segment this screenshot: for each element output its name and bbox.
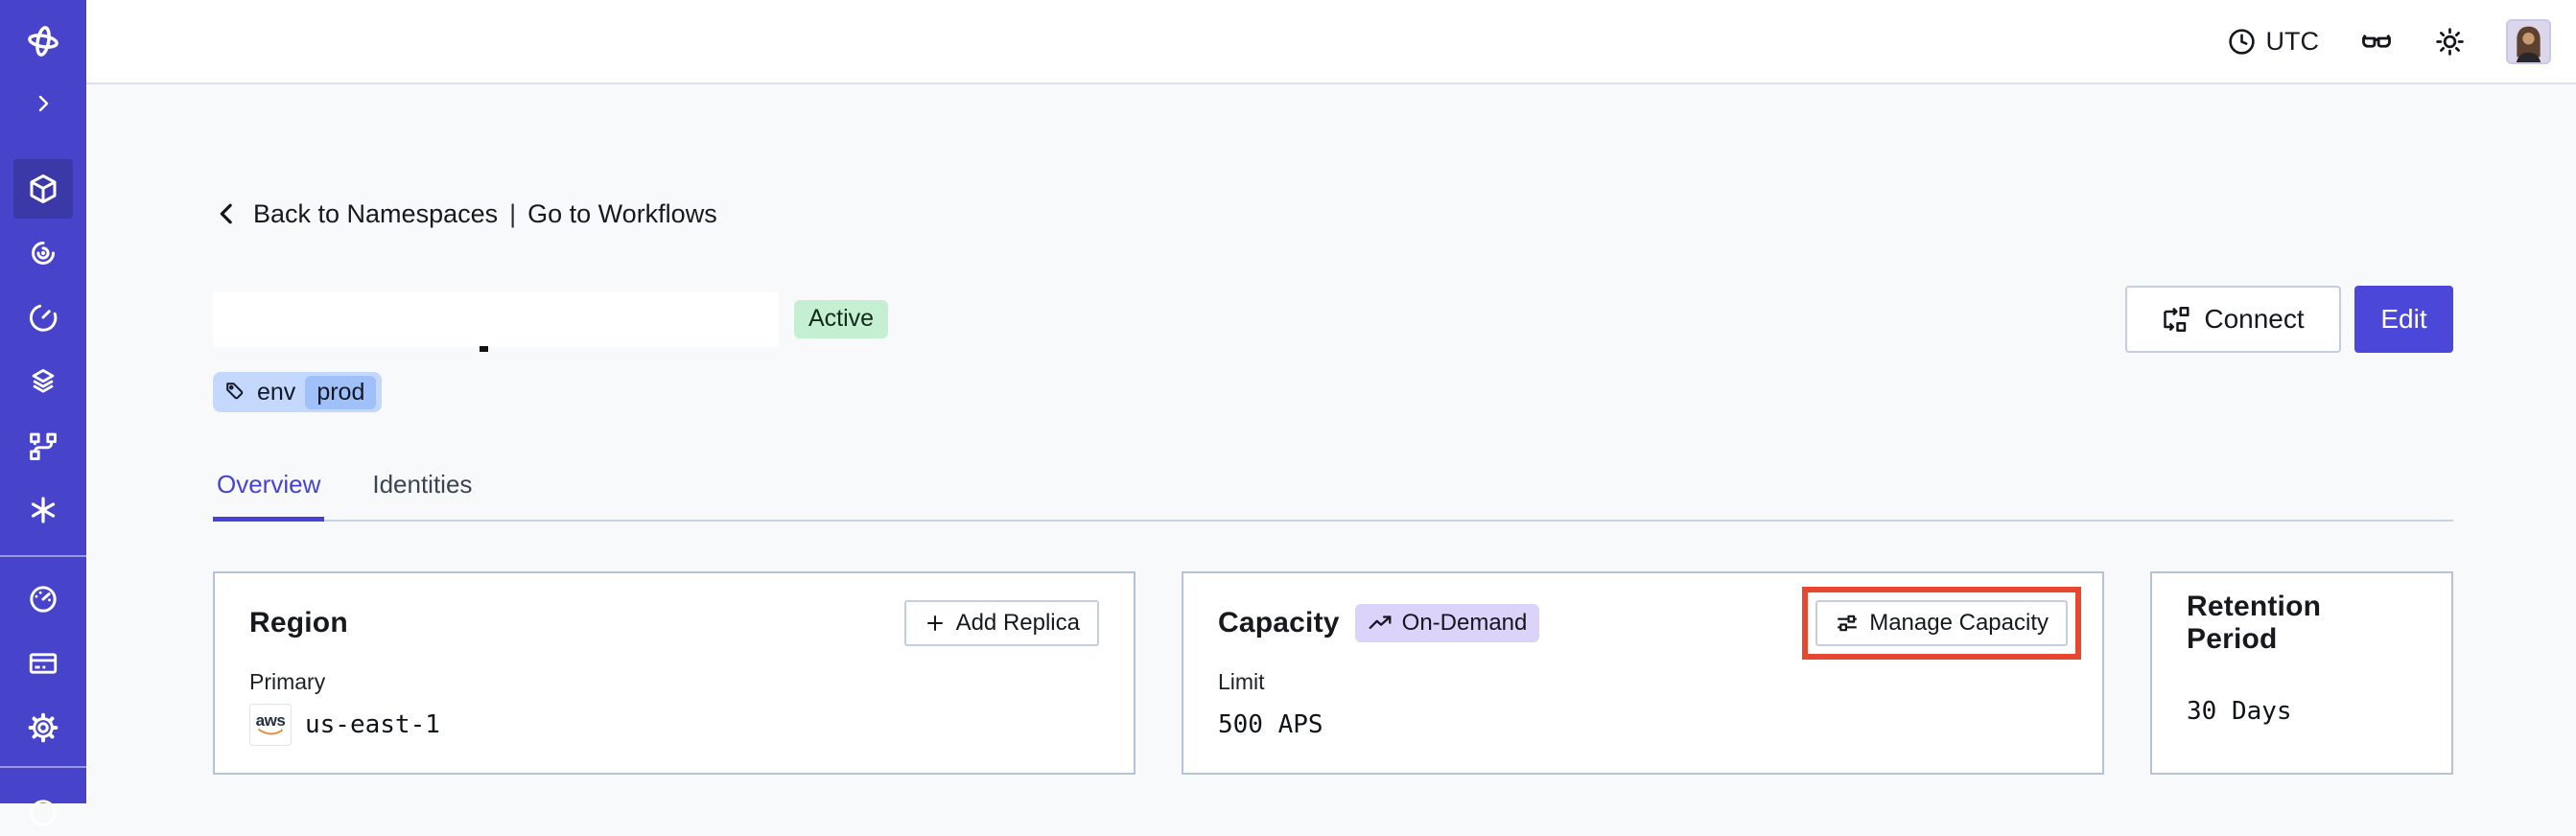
plus-icon (926, 615, 943, 631)
tag-row: env prod (213, 372, 2453, 412)
namespace-title-redaction (213, 291, 779, 352)
layers-stack-icon (32, 368, 55, 393)
edit-button[interactable]: Edit (2354, 286, 2453, 353)
tab-overview[interactable]: Overview (213, 470, 325, 522)
namespace-title-row: Active Connect Edit (213, 286, 2453, 353)
region-card-title: Region (249, 607, 348, 639)
temporal-logo-icon (28, 26, 59, 57)
manage-capacity-button[interactable]: Manage Capacity (1815, 600, 2068, 646)
sidebar-item-schedules[interactable] (0, 294, 86, 340)
sidebar-item-usage[interactable] (0, 576, 86, 622)
sidebar-item-settings[interactable] (0, 705, 86, 751)
timezone-label: UTC (2265, 26, 2320, 56)
glasses-icon (2362, 35, 2391, 48)
capacity-title-group: Capacity On-Demand (1218, 604, 1540, 642)
region-value-row: aws us-east-1 (249, 704, 1099, 746)
add-replica-button[interactable]: Add Replica (903, 600, 1099, 646)
clock-icon (2228, 28, 2255, 55)
capacity-value-row: 500 APS (1218, 704, 2068, 746)
status-badge: Active (794, 300, 889, 338)
region-primary-label: Primary (249, 669, 326, 694)
manage-capacity-label: Manage Capacity (1869, 610, 2049, 636)
region-value: us-east-1 (305, 710, 440, 739)
sidebar-item-workflows[interactable] (0, 230, 86, 276)
sidebar-item-namespaces[interactable] (0, 166, 86, 212)
capacity-card-header: Capacity On-Demand (1218, 587, 2081, 660)
redacted-text-artifact (480, 346, 488, 352)
retention-card-header: Retention Period (2187, 591, 2417, 655)
support-icon (30, 800, 57, 826)
sliders-icon (1838, 615, 1857, 632)
edit-button-label: Edit (2380, 304, 2427, 334)
namespace-cube-icon (30, 174, 57, 203)
retention-value-row: 30 Days (2187, 690, 2417, 732)
avatar[interactable] (2506, 18, 2551, 64)
breadcrumb: Back to Namespaces | Go to Workflows (213, 197, 2453, 231)
ondemand-badge-label: On-Demand (1401, 610, 1528, 636)
sidebar-item-deployments[interactable] (0, 359, 86, 405)
capacity-value: 500 APS (1218, 710, 1323, 739)
sidebar-collapse-toggle[interactable] (0, 81, 86, 127)
summary-cards: Region Add Replica Primary aws us (213, 571, 2453, 775)
sidebar-item-pipelines[interactable] (0, 423, 86, 469)
back-chevron-icon[interactable] (213, 199, 242, 228)
theme-toggle[interactable] (2434, 26, 2466, 58)
ondemand-badge: On-Demand (1354, 604, 1540, 642)
sidebar (0, 0, 86, 826)
pipeline-branch-icon (30, 432, 57, 461)
retention-card: Retention Period 30 Days (2150, 571, 2453, 775)
tab-bar: Overview Identities (213, 470, 2453, 522)
workflows-spiral-icon (32, 242, 55, 265)
sidebar-item-support[interactable] (0, 790, 86, 836)
aws-logo-icon: aws (249, 704, 292, 746)
aws-smile-icon (258, 729, 284, 735)
retention-card-title: Retention Period (2187, 591, 2322, 655)
avatar-photo (2508, 20, 2549, 62)
sidebar-item-billing[interactable] (0, 640, 86, 686)
asterisk-icon (31, 497, 56, 523)
gauge-icon (30, 586, 57, 613)
top-header: UTC (86, 0, 2576, 84)
sidebar-divider (0, 555, 86, 557)
breadcrumb-back-link[interactable]: Back to Namespaces (253, 198, 499, 228)
tag-value: prod (305, 375, 377, 409)
add-replica-label: Add Replica (955, 610, 1080, 636)
region-card-header: Region Add Replica (249, 600, 1099, 646)
capacity-limit-label: Limit (1218, 669, 1265, 694)
region-card: Region Add Replica Primary aws us (213, 571, 1136, 775)
capacity-card: Capacity On-Demand (1182, 571, 2104, 775)
labs-toggle[interactable] (2359, 24, 2394, 58)
connect-icon (2164, 306, 2190, 332)
connect-button-label: Connect (2204, 304, 2305, 334)
trending-up-icon (1369, 615, 1392, 630)
capacity-card-title: Capacity (1218, 607, 1340, 639)
sun-icon (2436, 27, 2464, 56)
namespace-actions: Connect Edit (2125, 286, 2453, 353)
main-content: Back to Namespaces | Go to Workflows Act… (86, 84, 2576, 803)
chevron-right-icon (38, 95, 49, 112)
timezone-selector[interactable]: UTC (2227, 26, 2320, 57)
sidebar-item-nexus[interactable] (0, 487, 86, 533)
sidebar-divider (0, 766, 86, 768)
sidebar-item-logo[interactable] (0, 18, 86, 64)
retention-value: 30 Days (2187, 697, 2292, 726)
connect-button[interactable]: Connect (2125, 286, 2341, 353)
breadcrumb-separator: | (509, 198, 517, 228)
header-actions: UTC (2227, 0, 2551, 82)
aws-logo-text: aws (255, 711, 286, 730)
schedules-timer-icon (29, 304, 58, 332)
manage-capacity-wrap: Manage Capacity (1802, 587, 2081, 660)
credit-card-icon (29, 653, 58, 674)
namespace-tag[interactable]: env prod (213, 372, 383, 412)
tag-icon (226, 383, 244, 400)
tag-key: env (257, 378, 296, 406)
tab-identities[interactable]: Identities (372, 470, 473, 499)
gear-icon (28, 712, 59, 743)
breadcrumb-workflows-link[interactable]: Go to Workflows (527, 198, 717, 228)
namespace-title-group: Active (213, 291, 889, 352)
